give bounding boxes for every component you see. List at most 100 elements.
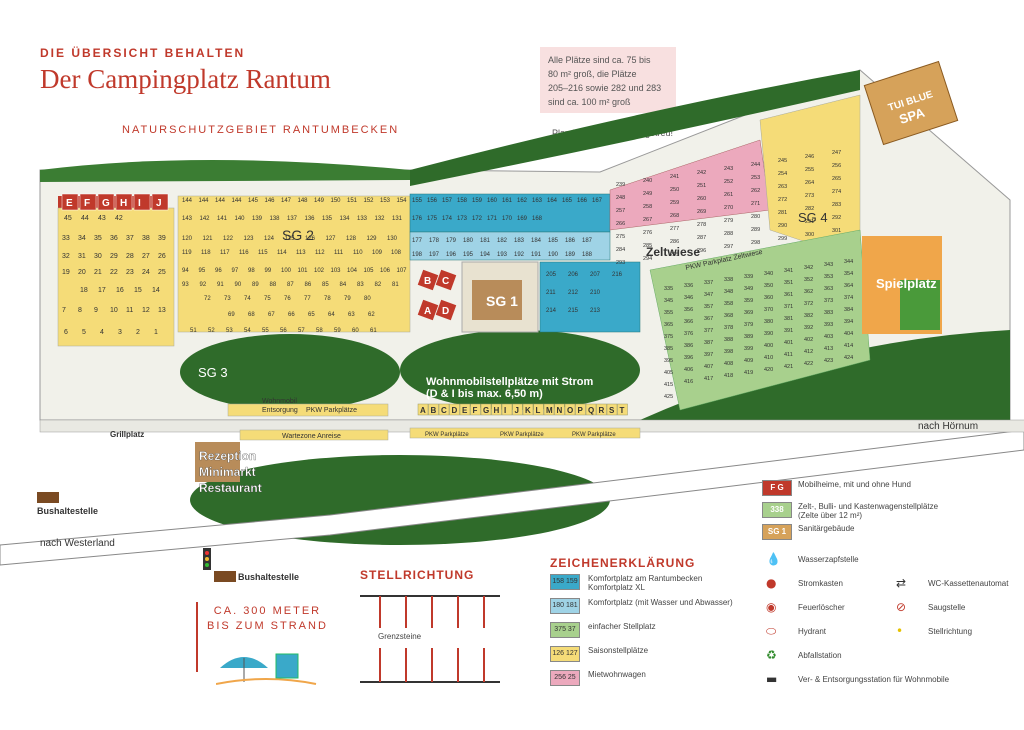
pitch-number: 103 [331,268,342,274]
pitch-number: 383 [824,310,833,316]
beach-line2: BIS ZUM STRAND [207,620,328,632]
tree-area-north [410,70,860,186]
pitch-number: 93 [182,282,189,288]
pitch-number: 72 [204,296,211,302]
wohnmobil-letter: E [462,406,468,415]
pitch-number: 128 [346,236,357,242]
pitch-number: 61 [370,328,377,334]
pitch-number: 207 [590,272,601,278]
pitch-number: 190 [548,252,559,258]
pitch-number: 357 [704,304,713,310]
pitch-number: 243 [724,166,733,172]
wohnmobil-letter: B [431,406,437,415]
pitch-number: 342 [804,265,813,271]
wohnmobil-stand [438,403,450,416]
cottage [435,299,457,321]
pitch-number: 15 [134,287,142,294]
pitch-number: 169 [517,216,528,222]
beach-distance: CA. 300 METER BIS ZUM STRAND [207,604,328,634]
pitch-number: 425 [664,394,673,400]
pitch-number: 191 [531,252,542,258]
pitch-number: 153 [380,198,391,204]
pitch-number: 24 [142,269,150,276]
pitch-number: 100 [281,268,292,274]
pitch-number: 341 [784,268,793,274]
pitch-number: 420 [764,367,773,373]
pitch-number: 264 [805,180,814,186]
pitch-number: 244 [751,162,760,168]
pitch-number: 255 [805,167,814,173]
pitch-number: 346 [684,295,693,301]
pitch-number: 385 [664,346,673,352]
pitch-number: 91 [217,282,224,288]
pitch-number: 146 [265,198,276,204]
info-line-1: Alle Plätze sind ca. 75 bis [548,55,651,65]
pitch-number: 155 [412,198,423,204]
pitch-number: 252 [724,179,733,185]
pitch-number: 164 [547,198,558,204]
pitch-number: 391 [784,328,793,334]
pitch-number: 20 [78,269,86,276]
pitch-number: 59 [334,328,341,334]
rezeption-line3: Restaurant [199,481,262,495]
pitch-number: 178 [429,238,440,244]
pitch-number: 407 [704,364,713,370]
pitch-number: 365 [664,322,673,328]
pitch-number: 276 [643,230,652,236]
pitch-number: 7 [62,307,66,314]
pitch-number: 382 [804,313,813,319]
pitch-number: 89 [252,282,259,288]
pitch-number: 151 [347,198,358,204]
pitch-number: 372 [804,301,813,307]
pitch-number: 374 [844,295,853,301]
legend-top-swatch: 338 [762,502,792,518]
pitch-number: 171 [487,216,498,222]
bus-stop-north: Bushaltestelle [37,506,98,516]
wohnmobil-letter: R [599,406,605,415]
pitch-number: 205 [546,272,557,278]
pitch-number: 349 [744,286,753,292]
pitch-number: 399 [744,346,753,352]
pitch-number: 390 [764,331,773,337]
pitch-number: 298 [751,240,760,246]
pitch-number: 384 [844,307,853,313]
pitch-number: 241 [670,174,679,180]
westerland-label: nach Westerland [40,538,115,549]
wohnmobil-stand [596,403,607,416]
pitch-number: 179 [446,238,457,244]
wohnmobil-letter: J [515,406,519,415]
pitch-number: 354 [844,271,853,277]
spielplatz-field [900,280,940,330]
legend-symbol-item: ⬭Hydrant [762,624,1012,644]
pitch-number: 361 [784,292,793,298]
pitch-number: 57 [298,328,305,334]
nature-area-label: NATURSCHUTZGEBIET RANTUMBECKEN [122,124,400,136]
pitch-number: 1 [154,329,158,336]
pitch-number: 73 [224,296,231,302]
bus-stop-south-sign [214,571,236,582]
pitch-number: 373 [824,298,833,304]
wohnmobil-stand [501,403,513,416]
pitch-number: 400 [764,343,773,349]
pitch-number: 166 [577,198,588,204]
pitch-number: 347 [704,292,713,298]
pitch-number: 37 [126,235,134,242]
pitch-number: 392 [804,325,813,331]
pitch-number: 406 [684,367,693,373]
pitch-number: 189 [565,252,576,258]
pitch-number: 113 [296,250,306,256]
pitch-number: 32 [62,253,70,260]
pitch-number: 360 [764,295,773,301]
grenzsteine-label: Grenzsteine [378,632,422,641]
pitch-number: 144 [182,198,193,204]
comfort-block-south [539,261,641,333]
pitch-number: 294 [643,256,652,262]
pitch-number: 301 [832,228,841,234]
wohnmobil-letter: N [557,406,563,415]
pitch-number: 109 [372,250,383,256]
pitch-number: 31 [78,253,86,260]
pitch-number: 184 [531,238,542,244]
